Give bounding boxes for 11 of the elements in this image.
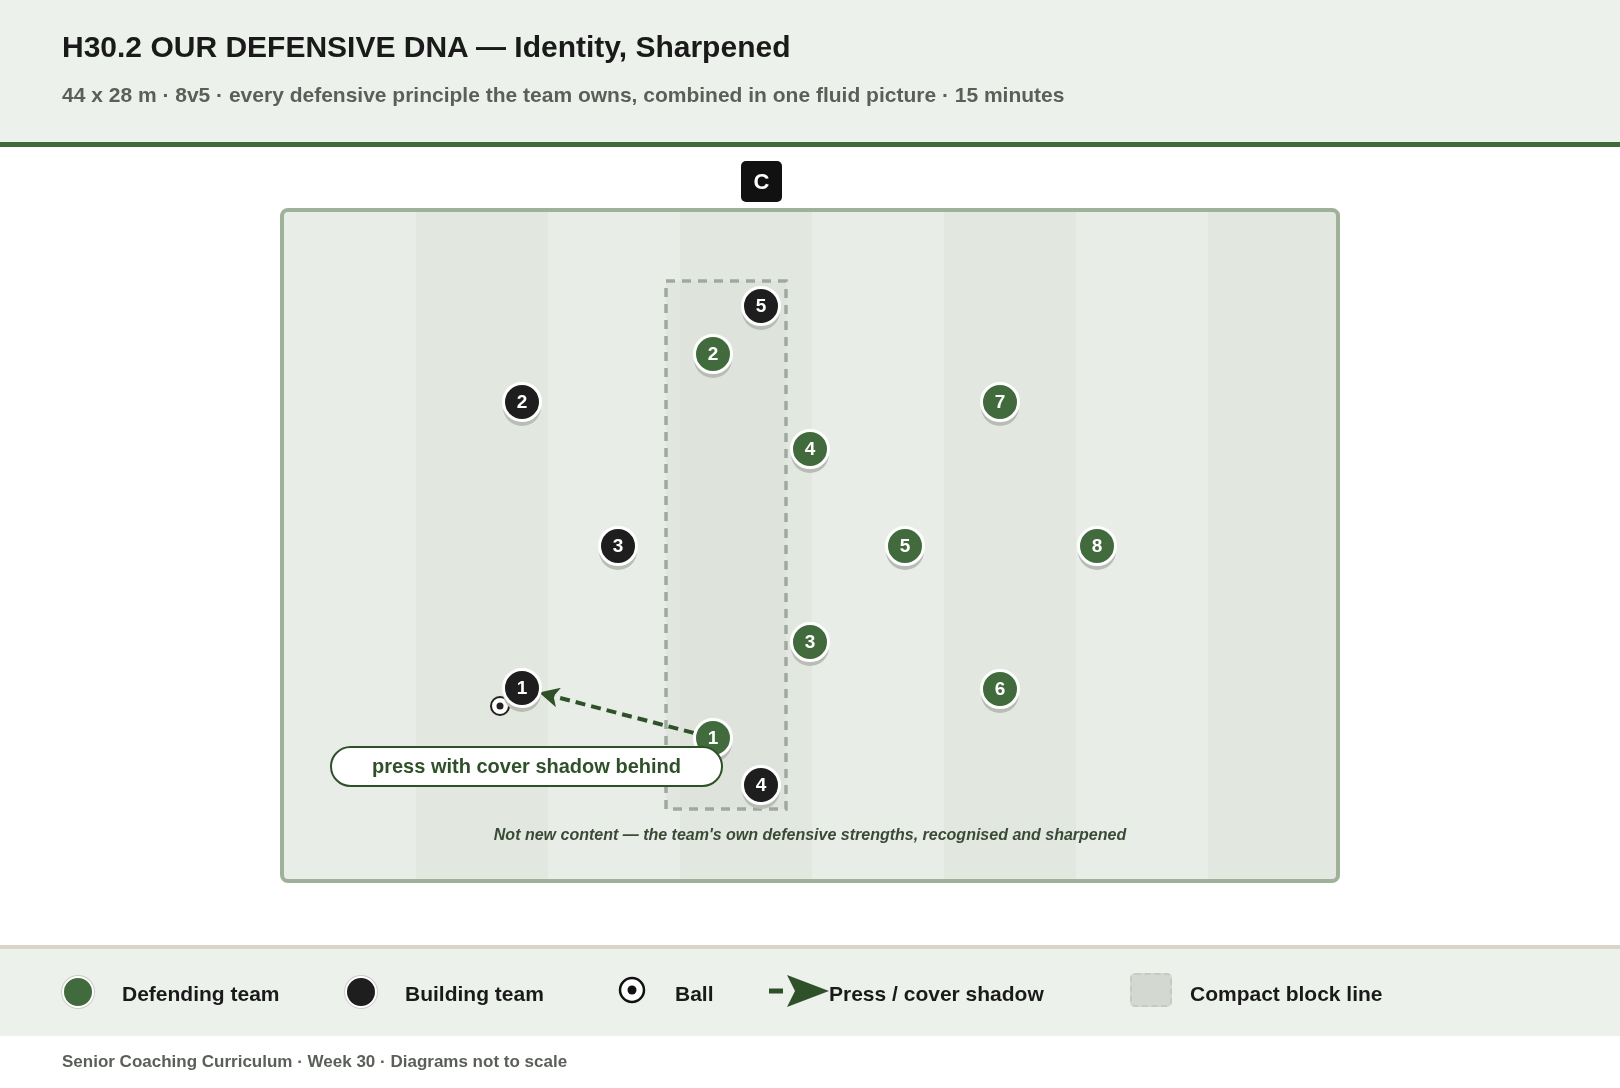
subtitle: 44 x 28 m · 8v5 · every defensive principle the team owns, combined in one fluid picture · 15 minutes (62, 83, 1065, 107)
legend-label: Press / cover shadow (829, 982, 1044, 1006)
coach-marker: C (741, 161, 782, 202)
title: H30.2 OUR DEFENSIVE DNA — Identity, Sharpened (62, 30, 791, 64)
pitch-note: Not new content — the team's own defensive strengths, recognised and sharpened (492, 826, 1128, 844)
legend-label: Defending team (122, 982, 280, 1006)
edge-label: press with cover shadow behind (330, 746, 723, 787)
footer-text: Senior Coaching Curriculum · Week 30 · Diagrams not to scale (62, 1052, 568, 1072)
legend-label: Ball (675, 982, 714, 1006)
legend-label: Building team (405, 982, 544, 1006)
legend-label: Compact block line (1190, 982, 1383, 1006)
